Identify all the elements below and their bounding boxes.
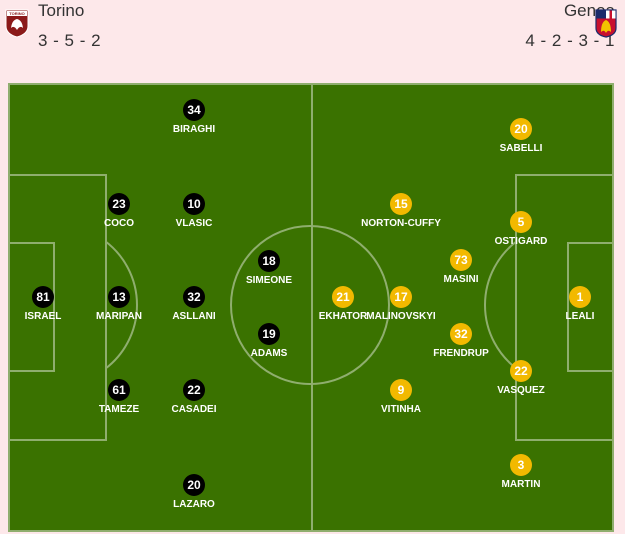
player-number: 18: [258, 250, 280, 272]
player-name: LAZARO: [173, 499, 215, 510]
player-number: 32: [183, 286, 205, 308]
player-number: 81: [32, 286, 54, 308]
player-number: 22: [510, 360, 532, 382]
player-name: FRENDRUP: [433, 348, 489, 359]
player-name: MARIPAN: [96, 311, 142, 322]
player-name: MALINOVSKYI: [366, 311, 436, 322]
player-number: 3: [510, 454, 532, 476]
player-number: 21: [332, 286, 354, 308]
player-name: SIMEONE: [245, 275, 293, 286]
player-number: 20: [183, 474, 205, 496]
player-name: OSTIGARD: [494, 236, 548, 247]
player-number: 34: [183, 99, 205, 121]
player-name: COCO: [104, 218, 134, 229]
player-name: MASINI: [443, 274, 479, 285]
player-name: LEALI: [565, 311, 595, 322]
player-number: 73: [450, 249, 472, 271]
player-name: MARTIN: [501, 479, 541, 490]
home-team-name: Torino: [38, 1, 85, 20]
football-pitch: [8, 83, 614, 532]
player-number: 20: [510, 118, 532, 140]
player-name: ISRAEL: [24, 311, 62, 322]
torino-crest-icon: TORINO: [5, 9, 29, 38]
player-name: TAMEZE: [98, 404, 140, 415]
player-name: VITINHA: [381, 404, 421, 415]
player-number: 19: [258, 323, 280, 345]
player-number: 13: [108, 286, 130, 308]
right-penalty-arc: [484, 240, 517, 370]
player-number: 61: [108, 379, 130, 401]
player-name: VLASIC: [175, 218, 213, 229]
player-number: 9: [390, 379, 412, 401]
player-name: NORTON-CUFFY: [361, 218, 441, 229]
player-name: CASADEI: [171, 404, 217, 415]
player-name: ASLLANI: [172, 311, 216, 322]
home-formation: 3 - 5 - 2: [38, 31, 102, 50]
player-name: BIRAGHI: [172, 124, 216, 135]
player-name: VASQUEZ: [497, 385, 545, 396]
match-header: TORINO Torino 3 - 5 - 2 Genoa 4 - 2 - 3 …: [0, 0, 625, 80]
player-number: 10: [183, 193, 205, 215]
right-goal-area: [567, 242, 614, 372]
player-number: 32: [450, 323, 472, 345]
player-name: EKHATOR: [318, 311, 368, 322]
left-goal-area: [8, 242, 55, 372]
svg-text:TORINO: TORINO: [9, 11, 24, 16]
player-number: 23: [108, 193, 130, 215]
player-number: 17: [390, 286, 412, 308]
left-penalty-arc: [105, 240, 138, 370]
player-name: ADAMS: [250, 348, 288, 359]
away-formation: 4 - 2 - 3 - 1: [525, 31, 615, 50]
center-circle: [230, 225, 390, 385]
player-name: SABELLI: [499, 143, 543, 154]
player-number: 1: [569, 286, 591, 308]
player-number: 15: [390, 193, 412, 215]
genoa-crest-icon: [595, 9, 617, 38]
player-number: 22: [183, 379, 205, 401]
player-number: 5: [510, 211, 532, 233]
